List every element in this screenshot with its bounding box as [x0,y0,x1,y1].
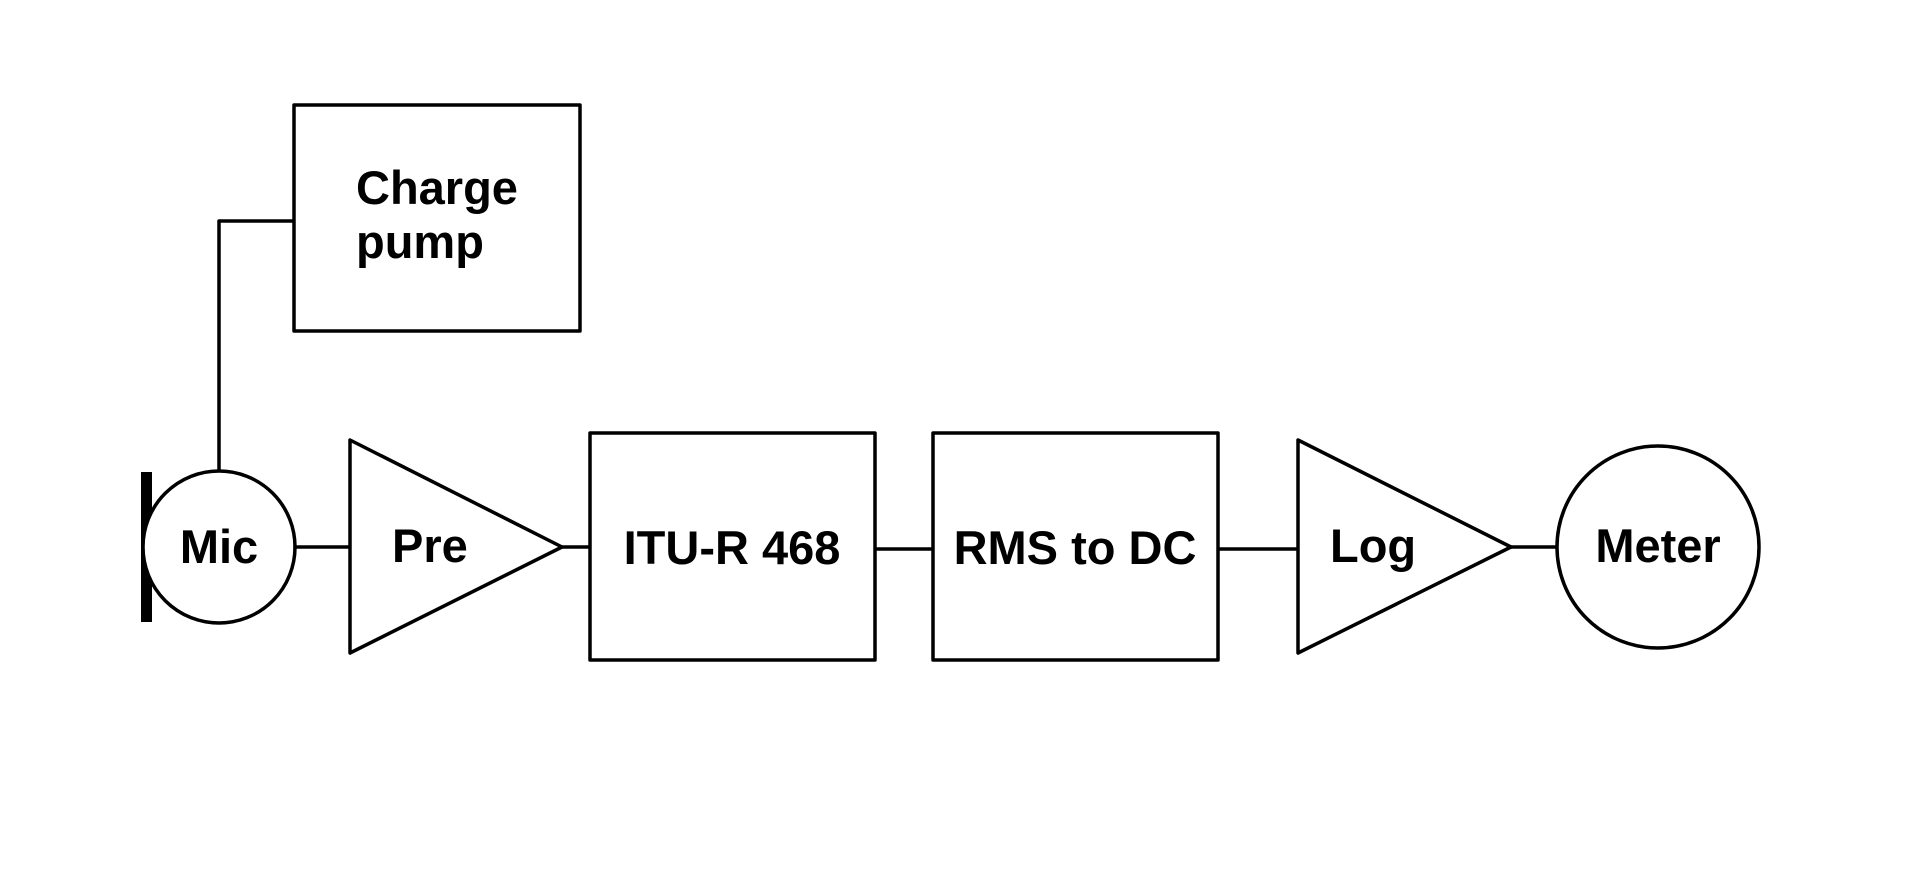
charge-pump-label-line1: Charge [356,161,518,214]
log-amplifier-triangle [1296,438,1513,655]
connector-mic-to-charge-pump [217,219,296,474]
pre-amplifier-triangle [348,438,564,655]
pre-label: Pre [392,519,468,572]
meter-label: Meter [1595,519,1720,572]
log-label: Log [1330,519,1416,572]
meter-circle [1555,444,1761,650]
charge-pump-block [292,103,582,333]
rms-to-dc-block [931,431,1220,662]
rms-to-dc-label: RMS to DC [954,521,1197,574]
itu-r-468-label: ITU-R 468 [624,521,841,574]
charge-pump-label-line2: pump [356,215,484,268]
mic-label: Mic [180,520,258,573]
itu-r-468-block [588,431,877,662]
